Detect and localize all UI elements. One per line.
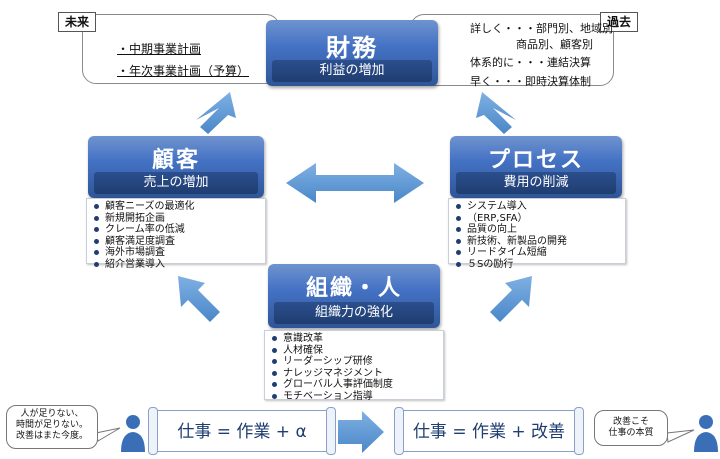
arrow-org-to-process bbox=[490, 276, 532, 322]
past-analysis-callout bbox=[410, 14, 614, 86]
past-line-2: 商品別、顧客別 bbox=[516, 38, 593, 51]
process-item: 品質の向上 bbox=[455, 224, 621, 236]
finance-subtitle: 利益の増加 bbox=[272, 60, 432, 82]
person-left-icon bbox=[121, 415, 145, 452]
customer-subtitle: 売上の増加 bbox=[94, 172, 258, 194]
customer-list: 顧客ニーズの最適化 新規開拓企画 クレーム率の低減 顧客満足度調査 海外市場調査… bbox=[86, 198, 266, 270]
process-item: ５Sの励行 bbox=[455, 259, 621, 271]
org-subtitle: 組織力の強化 bbox=[274, 302, 434, 324]
left-speech-line: 改善はまた今度。 bbox=[15, 431, 88, 441]
arrow-customer-to-finance bbox=[196, 92, 236, 134]
process-title: プロセス bbox=[487, 148, 584, 173]
past-tag: 過去 bbox=[600, 12, 639, 32]
org-list: 意識改革 人材確保 リーダーシップ研修 ナレッジマネジメント グローバル人事評価… bbox=[264, 330, 444, 403]
formula-current-scroll: 仕事 = 作業 + α bbox=[148, 407, 336, 455]
formula-current: 仕事 = 作業 + α bbox=[177, 422, 307, 442]
customer-box: 顧客 売上の増加 bbox=[88, 136, 264, 198]
customer-title: 顧客 bbox=[151, 148, 200, 173]
left-speech-line: 時間が足りない。 bbox=[15, 420, 88, 430]
process-item: リードタイム短縮 bbox=[455, 247, 621, 259]
customer-item: 顧客ニーズの最適化 bbox=[93, 201, 261, 213]
arrow-org-to-customer bbox=[178, 276, 220, 322]
right-speech-line: 改善こそ bbox=[612, 417, 649, 427]
person-right-icon bbox=[694, 415, 718, 452]
arrow-improvement bbox=[338, 411, 384, 453]
right-speech-line: 仕事の本質 bbox=[608, 428, 654, 438]
process-item: 新技術、新製品の開発 bbox=[455, 236, 621, 248]
process-item: システム導入 bbox=[455, 201, 621, 213]
arrow-process-to-finance bbox=[476, 92, 516, 134]
right-speech-bubble: 改善こそ 仕事の本質 bbox=[594, 410, 668, 446]
future-tag: 未来 bbox=[58, 12, 97, 32]
left-speech-bubble: 人が足りない、 時間が足りない。 改善はまた今度。 bbox=[6, 405, 98, 449]
formula-ideal: 仕事 = 作業 + 改善 bbox=[412, 422, 566, 442]
future-plan-callout bbox=[82, 14, 280, 84]
customer-item: 新規開拓企画 bbox=[93, 213, 261, 225]
finance-title: 財務 bbox=[326, 34, 378, 62]
org-title: 組織・人 bbox=[305, 276, 402, 301]
future-item-1: ・中期事業計画 bbox=[117, 42, 202, 56]
past-line-4: 早く・・・即時決算体制 bbox=[470, 75, 591, 88]
customer-item: 海外市場調査 bbox=[93, 247, 261, 259]
org-item: モチベーション指導 bbox=[271, 391, 439, 403]
org-item: ナレッジマネジメント bbox=[271, 368, 439, 380]
org-item: 人材確保 bbox=[271, 345, 439, 357]
org-item: グローバル人事評価制度 bbox=[271, 379, 439, 391]
process-box: プロセス 費用の削減 bbox=[450, 136, 622, 198]
process-subtitle: 費用の削減 bbox=[456, 172, 616, 194]
org-box: 組織・人 組織力の強化 bbox=[268, 264, 440, 328]
customer-item: クレーム率の低減 bbox=[93, 224, 261, 236]
customer-item: 顧客満足度調査 bbox=[93, 236, 261, 248]
process-item-sub: （ERP,SFA） bbox=[455, 213, 621, 225]
org-item: リーダーシップ研修 bbox=[271, 356, 439, 368]
process-list: システム導入 （ERP,SFA） 品質の向上 新技術、新製品の開発 リードタイム… bbox=[448, 198, 626, 270]
org-item: 意識改革 bbox=[271, 333, 439, 345]
formula-ideal-scroll: 仕事 = 作業 + 改善 bbox=[394, 407, 584, 455]
past-line-1: 詳しく・・・部門別、地域別 bbox=[470, 22, 613, 35]
future-item-2: ・年次事業計画（予算） bbox=[117, 64, 250, 78]
left-speech-line: 人が足りない、 bbox=[20, 409, 84, 419]
customer-item: 紹介営業導入 bbox=[93, 259, 261, 271]
double-arrow bbox=[286, 163, 424, 203]
finance-box: 財務 利益の増加 bbox=[266, 20, 438, 86]
past-line-3: 体系的に・・・連結決算 bbox=[470, 56, 591, 69]
